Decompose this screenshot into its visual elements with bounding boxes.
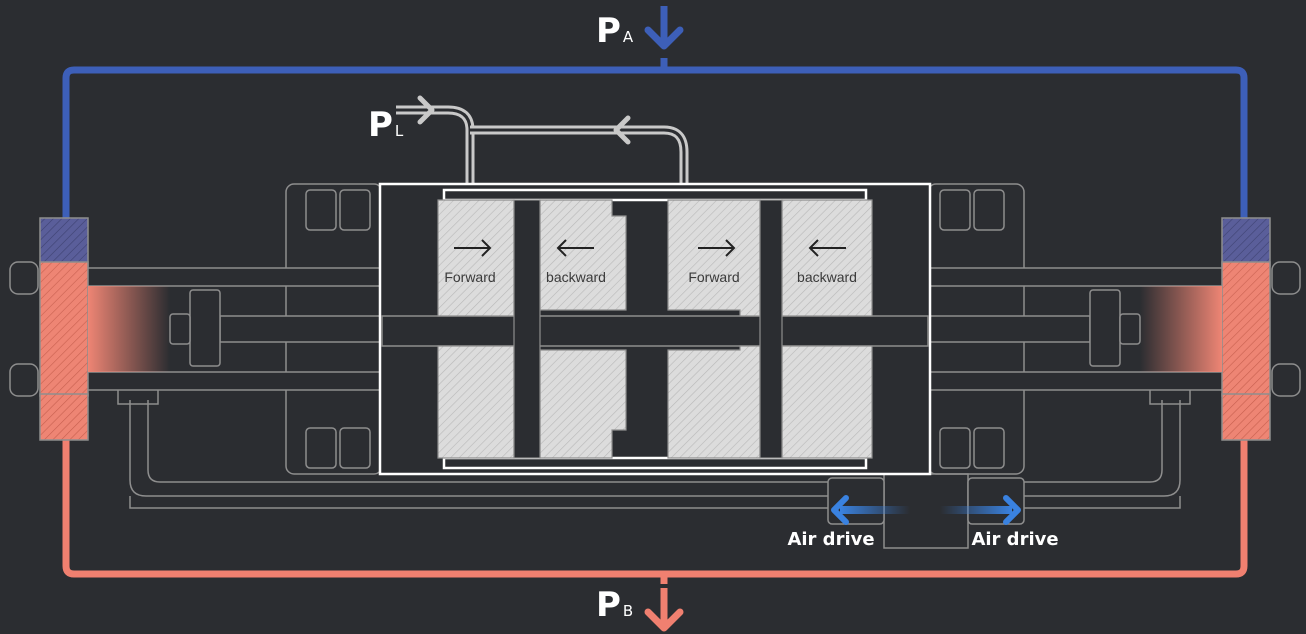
pressure-line-a (62, 58, 1248, 218)
arrow-down-icon (644, 588, 684, 632)
pressure-line-l (396, 105, 689, 192)
arrow-left-icon (613, 115, 631, 145)
piston-rings (513, 199, 783, 459)
end-cap-left (39, 217, 170, 441)
end-cap-right (1140, 217, 1271, 441)
pressure-line-b (62, 440, 1248, 584)
arrow-left-icon (808, 239, 846, 257)
arrow-right-icon (698, 239, 736, 257)
arrow-down-icon (644, 6, 684, 50)
arrow-right-icon (454, 239, 492, 257)
air-drive-arrow-left (831, 495, 910, 525)
air-drive-arrow-right (940, 495, 1021, 525)
piston-rod (381, 315, 929, 347)
pistons (437, 199, 873, 459)
arrow-left-icon (556, 239, 594, 257)
arrow-right-icon (417, 95, 435, 125)
